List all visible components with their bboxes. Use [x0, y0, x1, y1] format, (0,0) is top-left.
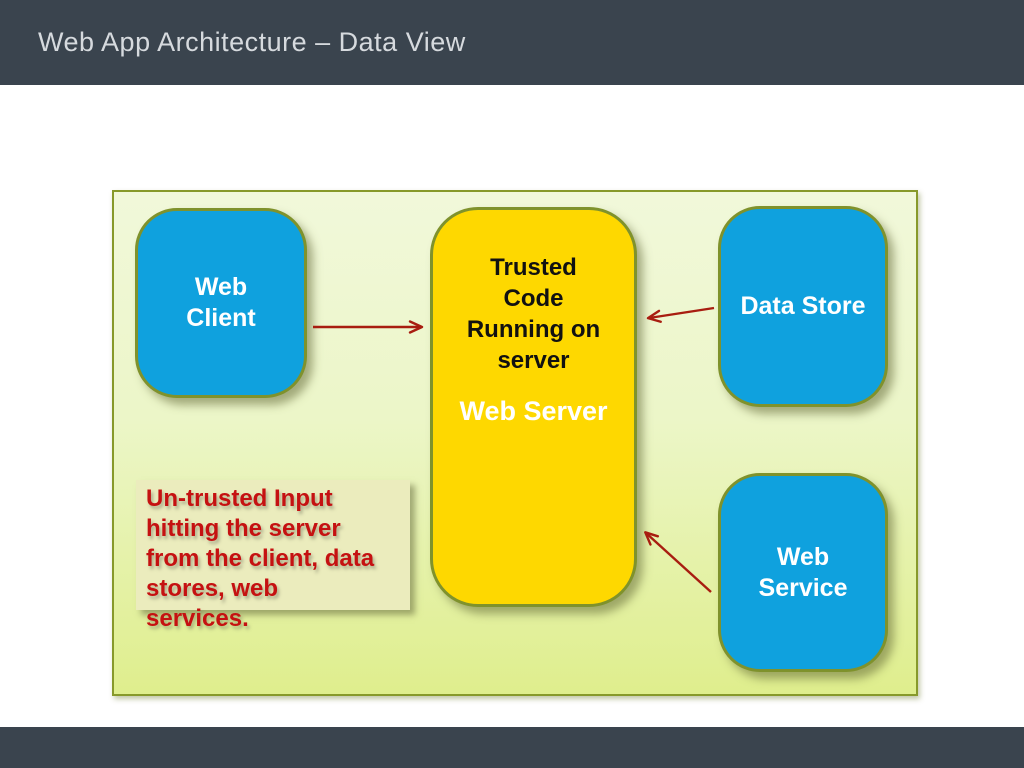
node-web-server-body-line4: server	[497, 347, 570, 374]
slide-header-bar: Web App Architecture – Data View	[0, 0, 1024, 85]
node-web-service-label-line2: Service	[758, 573, 848, 602]
node-web-server-caption: Web Server	[459, 396, 608, 426]
slide-footer-bar	[0, 727, 1024, 768]
node-web-client: Web Client	[135, 208, 307, 398]
note-untrusted-input: Un-trusted Input hitting the server from…	[146, 484, 426, 634]
node-web-server-body-line3: Running on	[466, 316, 601, 343]
note-line1: Un-trusted Input	[146, 485, 333, 512]
node-web-client-label-line1: Web	[194, 273, 248, 301]
node-web-client-label-line2: Client	[186, 304, 256, 332]
note-line3: from the client, data	[146, 545, 375, 572]
note-background	[136, 480, 410, 610]
node-web-server-body-line1: Trusted	[490, 254, 577, 281]
note-line4: stores, web	[146, 575, 279, 602]
node-web-service-label-line1: Web	[776, 542, 830, 571]
node-data-store: Data Store	[718, 206, 888, 407]
slide-title: Web App Architecture – Data View	[38, 27, 466, 57]
node-web-server-body-line2: Code	[503, 285, 564, 312]
node-data-store-label: Data Store	[740, 292, 866, 320]
node-web-service: Web Service	[718, 473, 888, 672]
node-web-server: Trusted Code Running on server Web Serve…	[430, 207, 637, 607]
note-line2: hitting the server	[146, 515, 341, 542]
note-line5: services.	[146, 605, 249, 632]
